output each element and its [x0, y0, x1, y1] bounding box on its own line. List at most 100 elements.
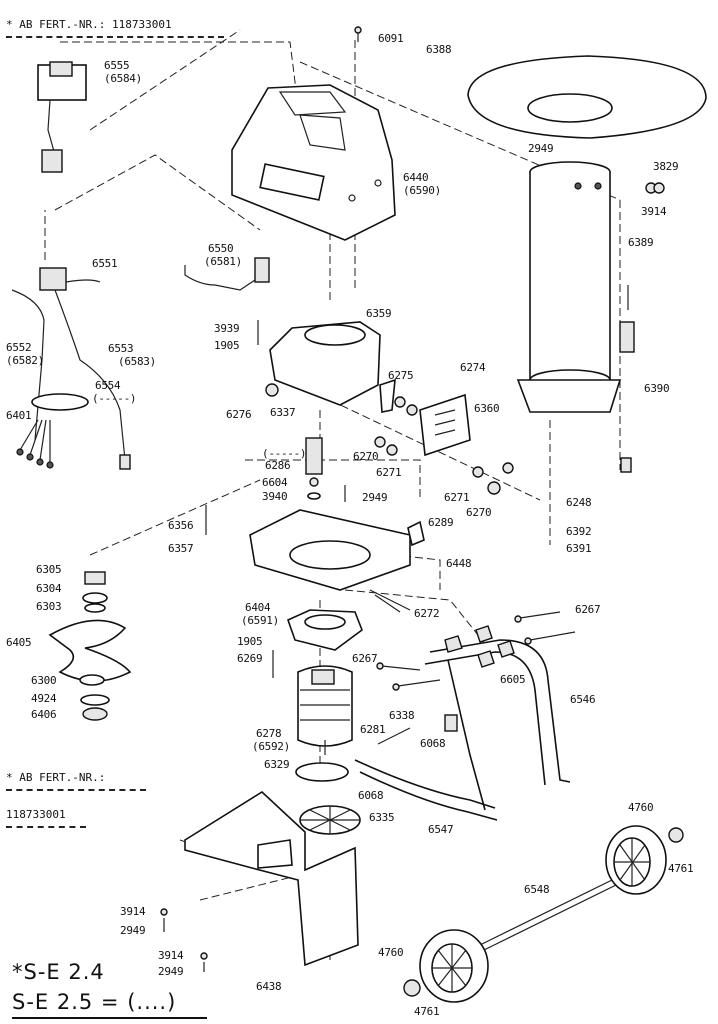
- header-top-underline: [6, 36, 224, 38]
- callout-6552: 6552: [6, 341, 32, 354]
- callout-6448: 6448: [446, 557, 472, 570]
- auger-cutter-part: [48, 571, 132, 721]
- callout-6389: 6389: [628, 236, 654, 249]
- callout-6305: 6305: [36, 563, 62, 576]
- callout-6270-right: 6270: [466, 506, 492, 519]
- header-mid-underline1: [6, 789, 146, 791]
- callout-2949-mid: 2949: [362, 491, 388, 504]
- screw-group-right: [619, 182, 665, 473]
- funnel-part: [467, 55, 707, 139]
- callout-6438: 6438: [256, 980, 282, 993]
- lower-housing-part: [184, 790, 359, 967]
- callout-6583: (6583): [118, 355, 156, 368]
- callout-6068-lower: 6068: [358, 789, 384, 802]
- callout-6391: 6391: [566, 542, 592, 555]
- callout-6440: 6440: [403, 171, 429, 184]
- callout-6357: 6357: [168, 542, 194, 555]
- callout-4761-left: 4761: [414, 1005, 440, 1018]
- callout-6271-right: 6271: [444, 491, 470, 504]
- callout-6335: 6335: [369, 811, 395, 824]
- frame-part: [354, 639, 571, 821]
- callout-6278: 6278: [256, 727, 282, 740]
- shaft-part: [305, 437, 346, 502]
- fan-part: [295, 762, 361, 835]
- callout-1905-top: 1905: [214, 339, 240, 352]
- callout-3914-top: 3914: [641, 205, 667, 218]
- callout-6270-left: 6270: [353, 450, 379, 463]
- callout-6554: 6554: [95, 379, 121, 392]
- screw-group-lower: [160, 26, 362, 972]
- callout-6360: 6360: [474, 402, 500, 415]
- cable-harness-part: [11, 267, 131, 470]
- mounting-plate-part: [374, 378, 514, 495]
- callout-6276: 6276: [226, 408, 252, 421]
- callout-6267-right: 6267: [575, 603, 601, 616]
- callout-6392: 6392: [566, 525, 592, 538]
- callout-6605: 6605: [500, 673, 526, 686]
- callout-6271-left: 6271: [376, 466, 402, 479]
- model-line2: S-E 2.5 = (....): [12, 990, 177, 1014]
- callout-3914-bottom: 3914: [158, 949, 184, 962]
- callout-6604: 6604: [262, 476, 288, 489]
- callout-3914-lower: 3914: [120, 905, 146, 918]
- callout-6091: 6091: [378, 32, 404, 45]
- callout-6329: 6329: [264, 758, 290, 771]
- callout-6248: 6248: [566, 496, 592, 509]
- callout-6547: 6547: [428, 823, 454, 836]
- bolt-group: [374, 594, 576, 745]
- base-housing-part: [205, 505, 425, 611]
- upper-housing-part: [231, 84, 396, 241]
- callout-6592: (6592): [252, 740, 290, 753]
- callout-6272: 6272: [414, 607, 440, 620]
- callout-2949-lower: 2949: [120, 924, 146, 937]
- callout-6267-left: 6267: [352, 652, 378, 665]
- model-underline: [12, 1017, 207, 1019]
- callout-1905-mid: 1905: [237, 635, 263, 648]
- callout-2949-bottom: 2949: [158, 965, 184, 978]
- callout-6356: 6356: [168, 519, 194, 532]
- callout-6406: 6406: [31, 708, 57, 721]
- callout-6388: 6388: [426, 43, 452, 56]
- callout-6404: 6404: [245, 601, 271, 614]
- callout-6581: (6581): [204, 255, 242, 268]
- callout-6405: 6405: [6, 636, 32, 649]
- motor-flange-part: [257, 320, 381, 406]
- callout-3829: 3829: [653, 160, 679, 173]
- callout-6548: 6548: [524, 883, 550, 896]
- callout-6068-upper: 6068: [420, 737, 446, 750]
- motor-part: [297, 665, 353, 755]
- callout-6359: 6359: [366, 307, 392, 320]
- callout-3939: 3939: [214, 322, 240, 335]
- callout-6303: 6303: [36, 600, 62, 613]
- callout-6300: 6300: [31, 674, 57, 687]
- callout-6269: 6269: [237, 652, 263, 665]
- header-mid-underline2: [6, 826, 86, 828]
- callout-6281: 6281: [360, 723, 386, 736]
- bearing-flange-part: [272, 609, 363, 678]
- callout-6590: (6590): [403, 184, 441, 197]
- callout-6551: 6551: [92, 257, 118, 270]
- callout-6550: 6550: [208, 242, 234, 255]
- callout-6275: 6275: [388, 369, 414, 382]
- callout-6304: 6304: [36, 582, 62, 595]
- header-top-text: * AB FERT.-NR.: 118733001: [6, 18, 172, 31]
- callout-6337: 6337: [270, 406, 296, 419]
- callout-4760-left: 4760: [378, 946, 404, 959]
- callout-4761-right: 4761: [668, 862, 694, 875]
- callout-4760-right: 4760: [628, 801, 654, 814]
- callout-6338: 6338: [389, 709, 415, 722]
- callout-2949-top: 2949: [528, 142, 554, 155]
- callout-6554-blank: (-----): [92, 392, 137, 405]
- callout-6591: (6591): [241, 614, 279, 627]
- callout-6286-blank: (-----): [262, 447, 307, 460]
- callout-4924: 4924: [31, 692, 57, 705]
- callout-3940: 3940: [262, 490, 288, 503]
- callout-6555: 6555: [104, 59, 130, 72]
- header-mid-line2: 118733001: [6, 808, 66, 821]
- callout-6286: 6286: [265, 459, 291, 472]
- callout-6401: 6401: [6, 409, 32, 422]
- callout-6546: 6546: [570, 693, 596, 706]
- header-mid-line1: * AB FERT.-NR.:: [6, 771, 106, 784]
- callout-6584: (6584): [104, 72, 142, 85]
